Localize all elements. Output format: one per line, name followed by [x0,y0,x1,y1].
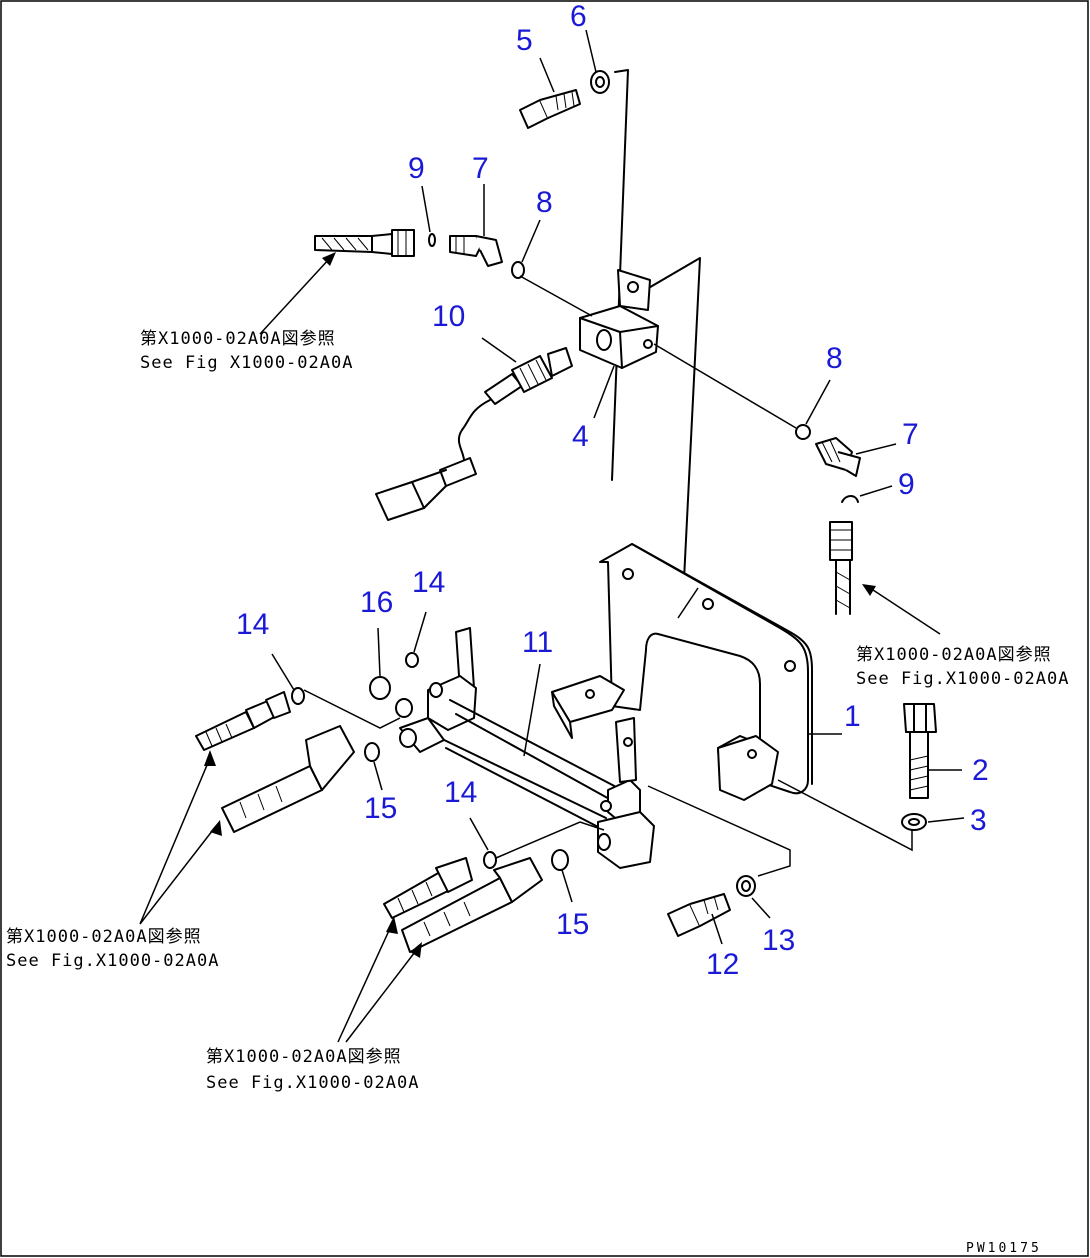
callout-13: 13 [762,924,795,957]
part-6-washer [590,70,610,94]
callout-8-upper: 8 [536,186,553,219]
part-4-block [579,269,659,369]
part-8-oring-right [795,424,811,440]
reference-notes: 第X1000-02A0A図参照 See Fig X1000-02A0A 第X10… [6,329,1069,1093]
callout-14-left: 14 [236,608,269,641]
part-11-tube-assembly [395,627,655,869]
part-14-oring-left [291,687,305,705]
part-7-elbow-right [815,437,861,477]
part-15-oring-left [364,742,380,762]
assembly-line [777,779,913,852]
ref-left-jp: 第X1000-02A0A図参照 [6,927,202,947]
assembly-line [519,275,593,317]
bottom-hose-large [401,857,543,953]
part-15-oring-right [551,849,569,871]
part-1-main-bracket [551,543,813,801]
callout-15-right: 15 [556,908,589,941]
drawing-code: PW10175 [966,1241,1042,1256]
upper-plate-outline [627,257,701,621]
assembly-line [647,785,791,877]
right-hose [829,521,853,615]
part-7-elbow-upper [449,235,503,267]
part-5-bolt [519,89,581,129]
assembly-line [495,821,605,859]
callout-2: 2 [972,754,989,787]
callout-6: 6 [570,0,587,33]
callout-11: 11 [522,626,553,659]
assembly-line [677,587,699,619]
callout-4: 4 [572,420,589,453]
ref-left-en: See Fig.X1000-02A0A [6,951,219,971]
left-hose-large [221,725,355,833]
callout-1: 1 [844,700,861,733]
assembly-line [303,689,401,729]
callout-10: 10 [432,300,465,333]
part-3-washer [901,813,927,831]
callout-16: 16 [360,586,393,619]
callout-8-right: 8 [826,342,843,375]
callout-3: 3 [970,804,987,837]
part-12-bolt [667,893,731,937]
part-13-washer [736,875,756,897]
ref-bottom-en: See Fig.X1000-02A0A [206,1073,419,1093]
callout-14-top: 14 [412,566,445,599]
callout-7-upper: 7 [472,152,489,185]
callout-14-bottom: 14 [444,776,477,809]
ref-right-en: See Fig.X1000-02A0A [856,669,1069,689]
ref-right-jp: 第X1000-02A0A図参照 [856,645,1052,665]
part-9-oring-upper [428,233,436,247]
part-14-oring-bottom [483,851,497,869]
upper-left-hose [314,229,415,257]
part-10-sensor [375,347,573,521]
part-9-oring-right [841,495,859,503]
part-8-oring-upper [511,261,525,279]
part-2-bolt [903,703,937,799]
left-hose-small [195,691,291,751]
callout-15-left: 15 [364,792,397,825]
leader-lines [139,29,965,1043]
part-16-oring [369,676,391,700]
ref-bottom-jp: 第X1000-02A0A図参照 [206,1047,402,1067]
bottom-hose-small [383,857,473,919]
callout-9-upper: 9 [408,152,425,185]
callout-9-right: 9 [898,468,915,501]
part-14-oring-top [405,652,419,668]
callout-12: 12 [706,948,739,981]
ref-top-left-en: See Fig X1000-02A0A [140,353,353,373]
callout-5: 5 [516,24,533,57]
callout-7-right: 7 [902,418,919,451]
callout-numbers: 1 2 3 4 5 6 7 7 8 8 9 9 10 11 12 13 14 1… [236,0,989,981]
ref-top-left-jp: 第X1000-02A0A図参照 [140,329,336,349]
assembly-line [653,343,797,429]
